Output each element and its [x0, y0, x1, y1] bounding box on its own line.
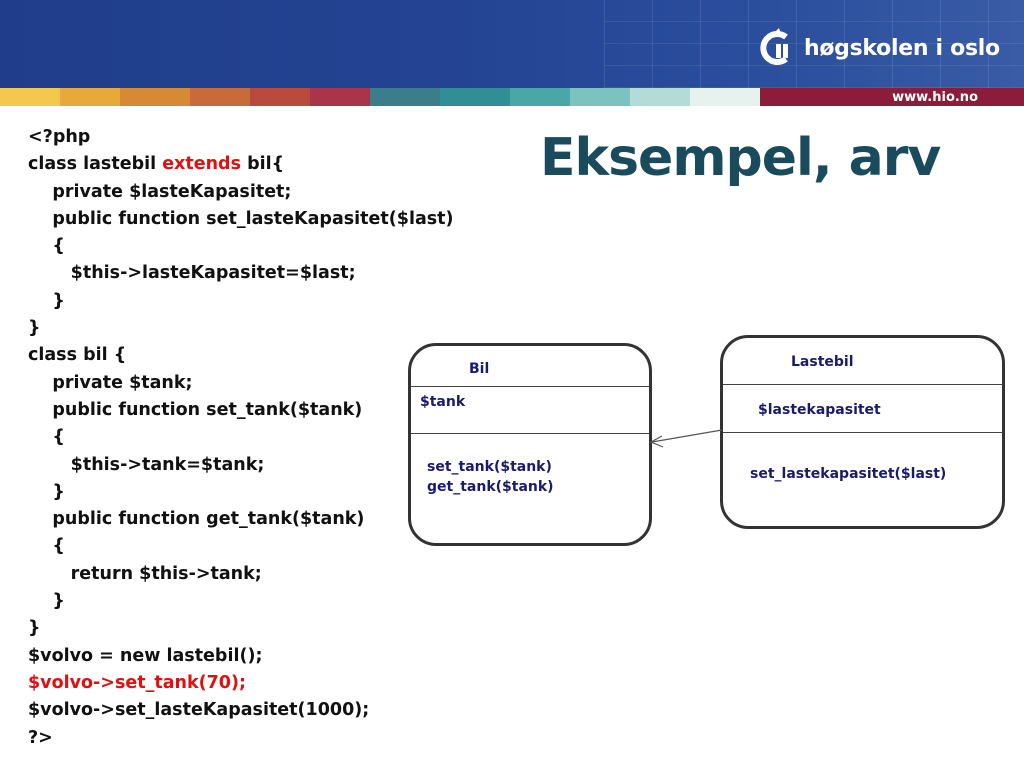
code-line: $this->tank=$tank;: [28, 454, 265, 475]
divider: [411, 433, 649, 434]
attribute-lastekapasitet: $lastekapasitet: [758, 402, 881, 418]
code-line: }: [28, 481, 65, 502]
divider: [723, 384, 1002, 385]
website-url: www.hio.no: [860, 88, 1024, 106]
class-name-bil: Bil: [469, 361, 490, 377]
method-set-lastekapasitet: set_lastekapasitet($last): [750, 466, 947, 482]
code-line: <?php: [28, 127, 91, 147]
code-line: return $this->tank;: [28, 563, 262, 584]
code-line: class bil {: [28, 345, 127, 366]
code-line: private $tank;: [28, 372, 193, 393]
code-text: class lastebil: [28, 154, 163, 175]
code-line: private $lasteKapasitet;: [28, 181, 292, 202]
code-line: }: [28, 618, 41, 639]
code-line: }: [28, 591, 65, 612]
uml-class-lastebil: Lastebil $lastekapasitet set_lastekapasi…: [720, 335, 1005, 529]
divider: [723, 432, 1002, 433]
attribute-tank: $tank: [420, 394, 466, 410]
code-line: public function set_tank($tank): [28, 399, 363, 420]
code-line: {: [28, 536, 65, 557]
code-line: ?>: [28, 727, 53, 748]
inheritance-arrow: [649, 429, 723, 448]
code-line: {: [28, 427, 65, 448]
code-line: $volvo->set_lasteKapasitet(1000);: [28, 700, 370, 721]
code-line: {: [28, 236, 65, 257]
method-get-tank: get_tank($tank): [427, 479, 554, 495]
code-line: $this->lasteKapasitet=$last;: [28, 263, 356, 284]
code-line: }: [28, 318, 41, 339]
code-line: class lastebil extends bil{: [28, 151, 454, 178]
hio-logo: høgskolen i oslo: [756, 24, 1000, 72]
hio-logo-icon: [756, 28, 796, 68]
code-listing: <?php class lastebil extends bil{ privat…: [28, 124, 454, 752]
header-banner: høgskolen i oslo: [0, 0, 1024, 88]
code-line: $volvo = new lastebil();: [28, 645, 263, 666]
keyword-extends: extends: [162, 154, 241, 175]
code-line: public function get_tank($tank): [28, 509, 365, 530]
code-line: }: [28, 290, 65, 311]
logo-text: høgskolen i oslo: [804, 35, 1000, 61]
method-set-tank: set_tank($tank): [427, 459, 552, 475]
slide-title: Eksempel, arv: [540, 128, 941, 188]
code-line-highlighted: $volvo->set_tank(70);: [28, 672, 246, 693]
class-name-lastebil: Lastebil: [791, 354, 854, 370]
header-grid-pattern: [604, 0, 1024, 88]
divider: [411, 386, 649, 387]
code-line: public function set_lasteKapasitet($last…: [28, 208, 454, 229]
uml-class-bil: Bil $tank set_tank($tank) get_tank($tank…: [408, 343, 652, 546]
code-text: bil{: [240, 154, 285, 175]
